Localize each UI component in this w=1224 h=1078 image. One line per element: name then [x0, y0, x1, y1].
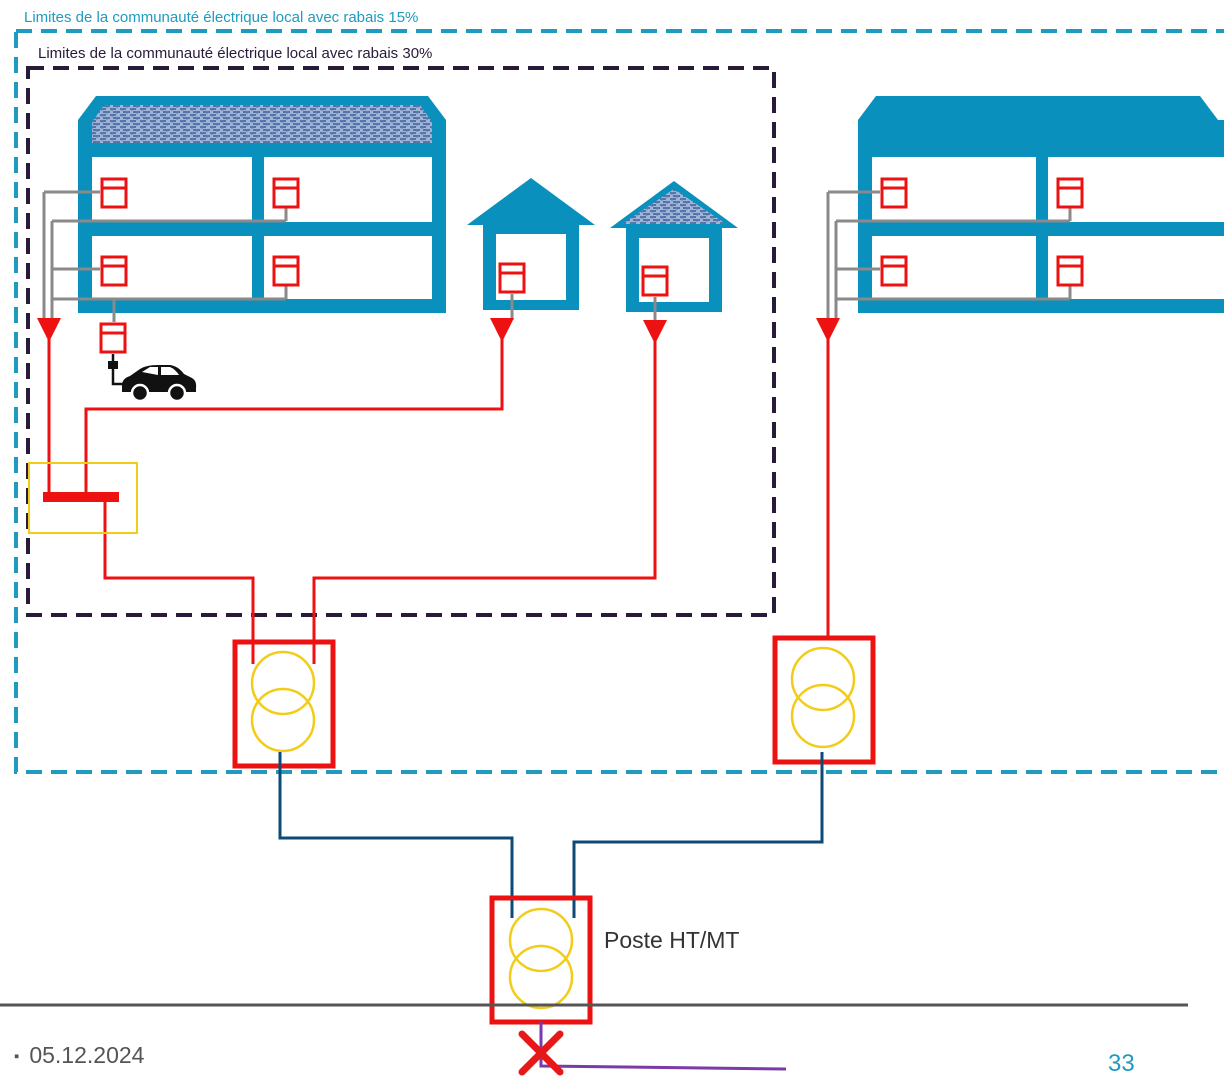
cut-x-icon	[518, 1030, 564, 1076]
meter-icon	[272, 255, 300, 287]
meter-icon	[100, 255, 128, 287]
boundary-15-label: Limites de la communauté électrique loca…	[22, 9, 421, 26]
transformer-1-icon	[232, 639, 336, 769]
house-2-solar	[610, 181, 738, 312]
boundary-30-label: Limites de la communauté électrique loca…	[36, 45, 435, 62]
bullet-icon: ▪	[14, 1048, 20, 1066]
high-voltage-line	[539, 1022, 787, 1071]
busbar-box	[28, 462, 138, 534]
medium-voltage-network	[278, 752, 824, 918]
solar-panel-roof	[622, 189, 726, 224]
internal-wiring-left	[42, 190, 288, 322]
meter-icon	[1056, 177, 1084, 209]
plug-icon	[108, 354, 125, 386]
low-voltage-network	[47, 330, 830, 660]
meter-icon	[100, 177, 128, 209]
meter-icon	[498, 262, 526, 294]
internal-wiring-right	[826, 190, 1072, 322]
transformer-2-icon	[772, 635, 876, 765]
boundary-30-percent	[26, 66, 776, 617]
solar-panel-roof	[92, 105, 432, 143]
house-1	[467, 178, 595, 310]
apartment-building-right	[858, 96, 1224, 313]
footer-date: ▪ 05.12.2024	[14, 1042, 144, 1069]
flow-arrow-icons	[37, 318, 840, 344]
substation-label: Poste HT/MT	[604, 927, 740, 953]
busbar	[43, 492, 119, 502]
ev-charger-meter-icon	[99, 322, 127, 354]
meter-icon	[880, 177, 908, 209]
meter-icon	[641, 265, 669, 297]
meter-icon	[1056, 255, 1084, 287]
page-number: 33	[1108, 1050, 1135, 1077]
apartment-building-solar	[78, 96, 446, 313]
boundary-15-percent	[14, 29, 1224, 774]
substation-transformer-icon	[489, 895, 593, 1025]
electric-car-icon	[121, 365, 197, 403]
date-text: 05.12.2024	[29, 1042, 145, 1068]
meter-icon	[272, 177, 300, 209]
meter-icon	[880, 255, 908, 287]
